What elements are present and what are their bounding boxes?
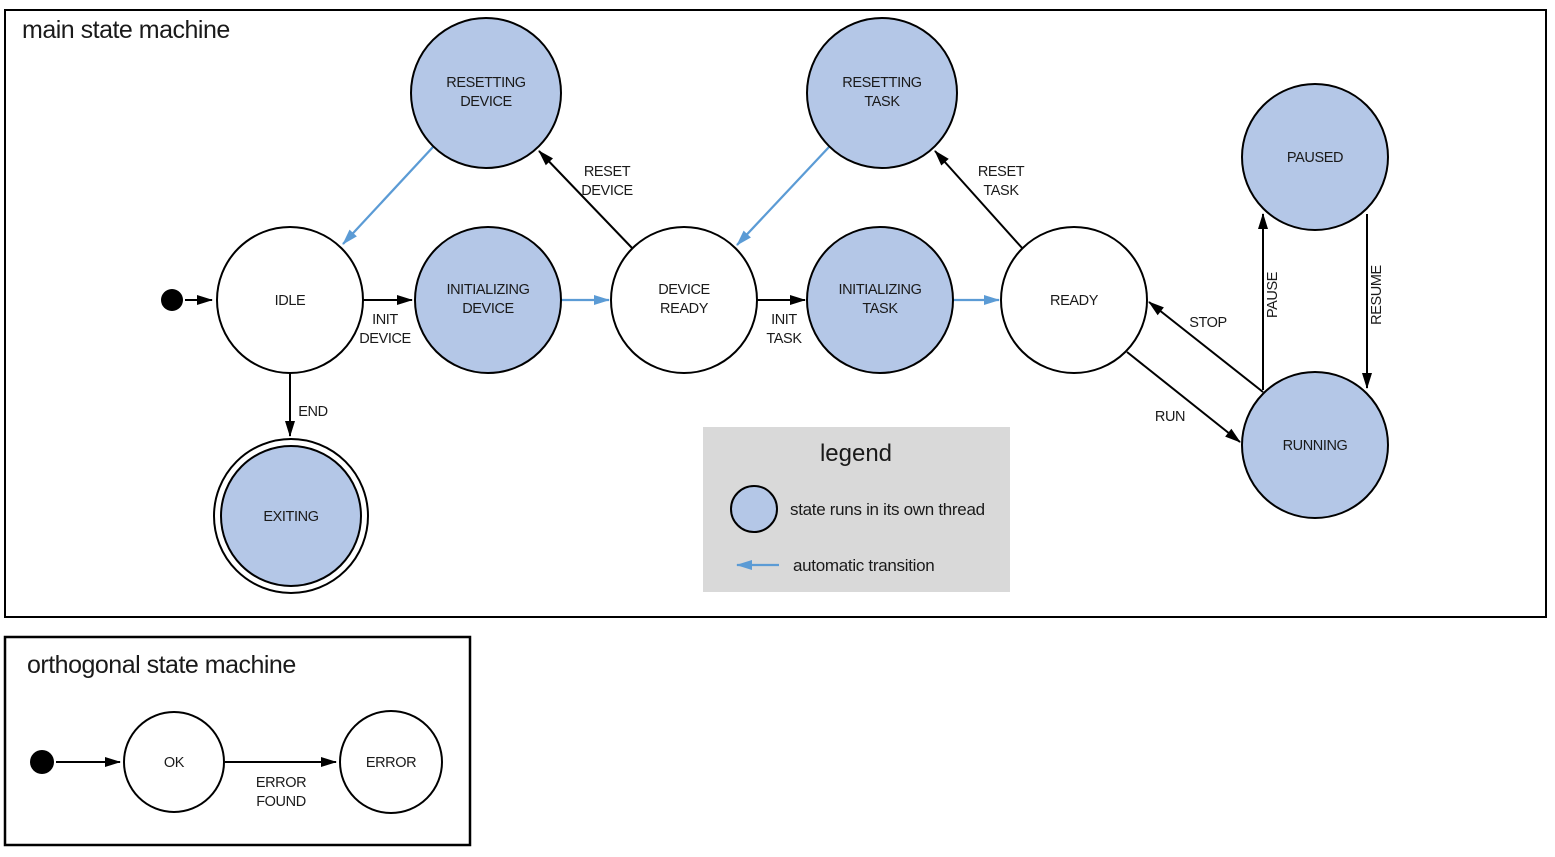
state-error-circle xyxy=(339,710,443,814)
state-device-ready-circle xyxy=(610,226,758,374)
legend-item-label: automatic transition xyxy=(793,556,934,575)
transition-pause-label: PAUSE xyxy=(1265,271,1281,318)
transition-reset-task-arrow xyxy=(934,150,1024,250)
main-machine-title: main state machine xyxy=(22,16,230,44)
state-ok-circle xyxy=(123,711,225,813)
state-ok: OK xyxy=(123,711,225,813)
main-initial-state-dot xyxy=(161,289,183,311)
state-ready-circle xyxy=(1000,226,1148,374)
legend-item-label: state runs in its own thread xyxy=(790,500,985,519)
state-idle-label: IDLE xyxy=(275,293,306,309)
transition-end-label: END xyxy=(298,404,327,420)
state-ok-label: OK xyxy=(164,755,185,771)
transition-resume-label: RESUME xyxy=(1369,264,1385,324)
transition-run-label: RUN xyxy=(1155,409,1185,425)
state-paused-label: PAUSED xyxy=(1287,150,1343,166)
state-paused: PAUSED xyxy=(1241,83,1389,231)
state-ready-label: READY xyxy=(1050,293,1099,309)
state-resetting-device-circle xyxy=(410,17,562,169)
state-exiting-circle xyxy=(220,445,362,587)
state-initializing-task-circle xyxy=(806,226,954,374)
state-exiting-label: EXITING xyxy=(263,509,318,525)
state-resetting-task-circle xyxy=(806,17,958,169)
state-exiting: EXITING xyxy=(213,438,369,594)
transition-reset-device-arrow xyxy=(538,150,634,250)
state-initializing-device-circle xyxy=(414,226,562,374)
transition-run-arrow xyxy=(1126,351,1241,443)
transition-auto-resetting-device-to-idle-automatic-arrow xyxy=(342,146,434,245)
state-error: ERROR xyxy=(339,710,443,814)
state-idle: IDLE xyxy=(216,226,364,374)
orthogonal-machine-title: orthogonal state machine xyxy=(27,651,296,679)
state-running-circle xyxy=(1241,371,1389,519)
state-idle-circle xyxy=(216,226,364,374)
state-paused-circle xyxy=(1241,83,1389,231)
state-running-label: RUNNING xyxy=(1283,438,1348,454)
legend-thread-state-icon xyxy=(730,485,778,533)
transition-auto-resetting-task-to-device-ready-automatic-arrow xyxy=(736,146,830,246)
legend-title: legend xyxy=(820,440,892,467)
state-error-label: ERROR xyxy=(366,755,416,771)
legend: legend state runs in its own thread automa… xyxy=(703,427,1010,592)
orthogonal-initial-state-dot xyxy=(30,750,54,774)
state-running: RUNNING xyxy=(1241,371,1389,519)
transition-stop-label: STOP xyxy=(1189,315,1227,331)
state-ready: READY xyxy=(1000,226,1148,374)
transition-stop-arrow xyxy=(1148,301,1264,393)
